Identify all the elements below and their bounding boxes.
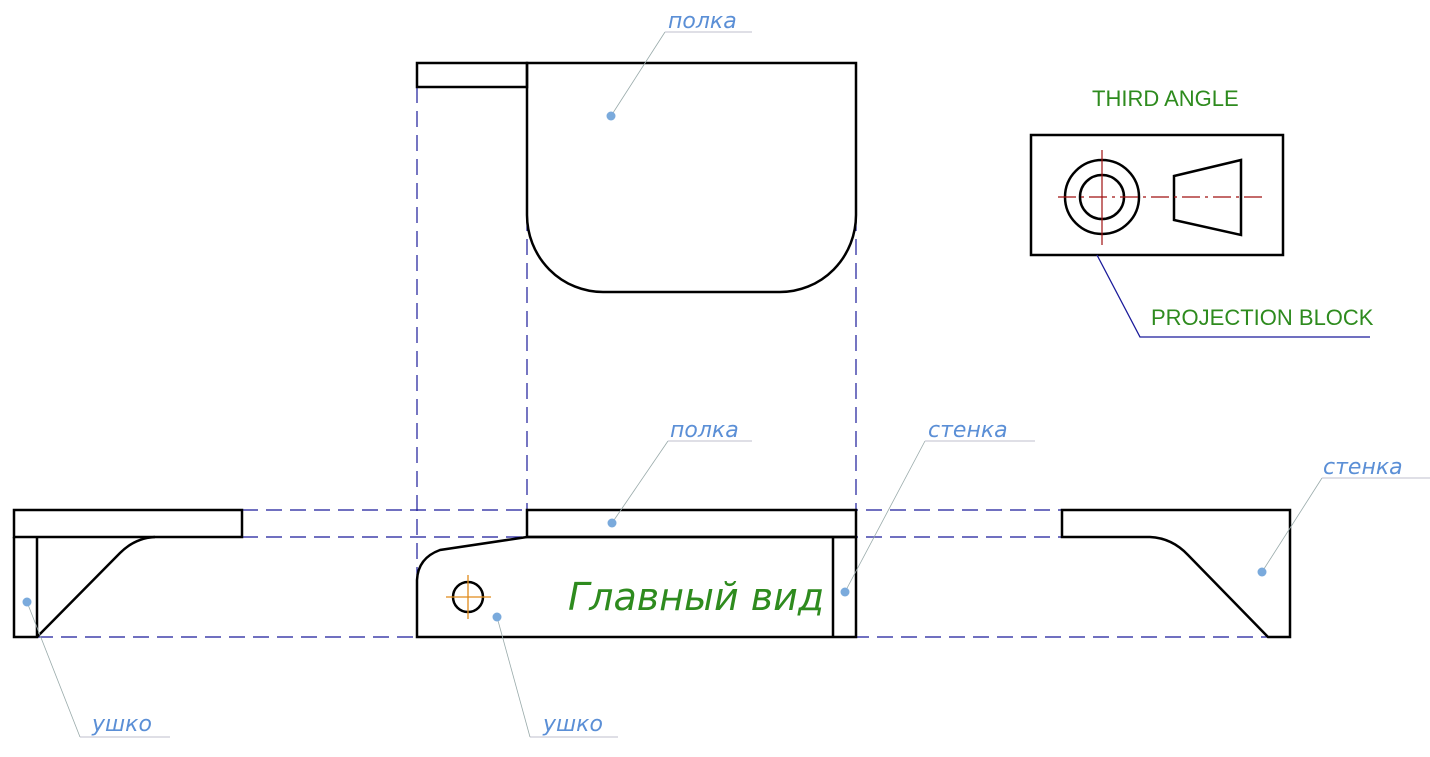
label-front-wall: стенка (928, 418, 1008, 443)
projection-block: THIRD ANGLE PROJECTION BLOCK (1029, 86, 1374, 338)
front-view (415, 508, 858, 639)
top-view (415, 61, 858, 294)
label-front-shelf: полка (670, 418, 739, 443)
label-side-wall: стенка (1323, 455, 1403, 480)
left-view (12, 508, 244, 639)
callouts: полка полка стенка стенка ушко ушко (22, 9, 1430, 738)
projection-caption: PROJECTION BLOCK (1151, 305, 1374, 330)
view-title: Главный вид (568, 575, 824, 619)
projection-lines (37, 87, 1268, 638)
label-front-ear: ушко (542, 712, 603, 737)
label-left-ear: ушко (91, 712, 152, 737)
projection-heading: THIRD ANGLE (1092, 86, 1239, 111)
label-top-shelf: полка (668, 9, 737, 34)
right-view (1060, 508, 1292, 639)
